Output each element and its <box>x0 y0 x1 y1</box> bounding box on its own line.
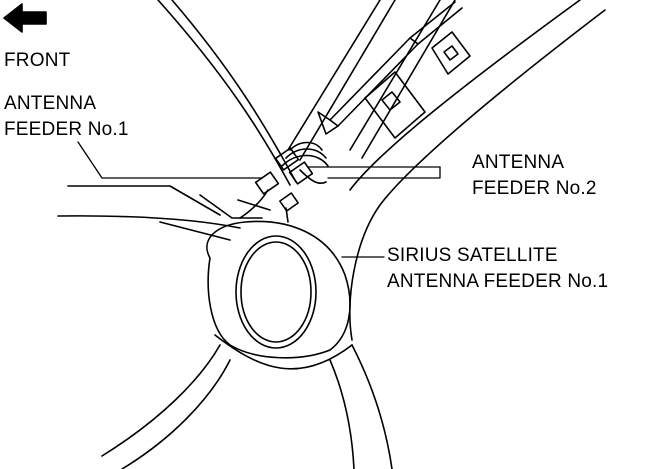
front-text: FRONT <box>4 50 71 71</box>
callout-antenna-feeder-1-line2: FEEDER No.1 <box>4 119 129 140</box>
callout-antenna-feeder-1: ANTENNA FEEDER No.1 <box>4 91 129 143</box>
trim-bracket-upper <box>431 31 471 75</box>
front-direction-label: FRONT <box>4 48 70 74</box>
antenna-harness <box>239 141 329 223</box>
callout-antenna-feeder-2-line1: ANTENNA <box>472 152 565 173</box>
trim-bracket-lower <box>364 71 426 139</box>
callout-sirius-feeder-1: SIRIUS SATELLITE ANTENNA FEEDER No.1 <box>387 243 608 295</box>
leader-antenna-feeder-2-lower <box>327 166 441 179</box>
callout-antenna-feeder-2: ANTENNA FEEDER No.2 <box>472 150 597 202</box>
callout-sirius-feeder-1-line2: ANTENNA FEEDER No.1 <box>387 271 609 292</box>
door-lower-panel <box>101 334 393 469</box>
callout-antenna-feeder-2-line2: FEEDER No.2 <box>472 178 597 199</box>
callout-sirius-feeder-1-line1: SIRIUS SATELLITE <box>387 245 558 266</box>
leader-antenna-feeder-1 <box>77 141 263 179</box>
front-arrow-icon <box>3 3 47 33</box>
speaker-housing <box>206 220 351 359</box>
grab-handle <box>317 1 463 135</box>
dashboard-panel <box>57 185 271 241</box>
leader-lines <box>77 141 441 258</box>
callout-antenna-feeder-1-line1: ANTENNA <box>4 93 97 114</box>
